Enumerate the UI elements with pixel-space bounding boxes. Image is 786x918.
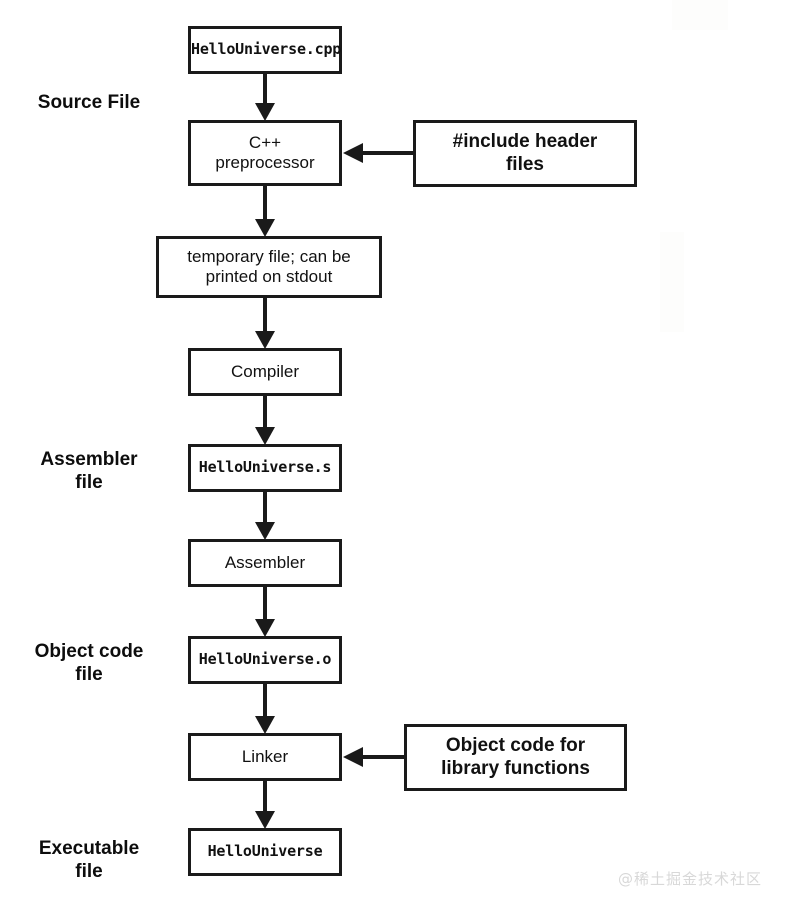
background-artifact	[672, 0, 728, 30]
node-label: Compiler	[230, 361, 300, 381]
node-cpp-preprocessor[interactable]: C++ preprocessor	[188, 120, 342, 186]
node-label: C++ preprocessor	[215, 132, 315, 172]
edge-assembly-to-assembler	[255, 492, 275, 540]
edge-compiler-to-assembly	[255, 396, 275, 445]
node-hellouniverse-exe[interactable]: HelloUniverse	[188, 828, 342, 876]
stage-label-executable-file: Executable file	[38, 838, 140, 882]
edge-assembler-to-object	[255, 587, 275, 637]
edge-include-to-preprocessor	[343, 143, 413, 163]
node-assembler[interactable]: Assembler	[188, 539, 342, 587]
node-hellouniverse-o[interactable]: HelloUniverse.o	[188, 636, 342, 684]
node-label: temporary file; can be printed on stdout	[187, 246, 351, 286]
watermark-text: @稀土掘金技术社区	[618, 870, 763, 888]
edge-source-to-preprocessor	[255, 74, 275, 121]
stage-label-assembler-file: Assembler file	[40, 449, 138, 493]
node-label: #include header files	[452, 131, 598, 175]
edge-object-to-linker	[255, 684, 275, 734]
node-label: HelloUniverse.o	[198, 650, 332, 669]
stage-label-source-file: Source File	[37, 92, 141, 113]
edge-linker-to-executable	[255, 781, 275, 829]
node-include-header-files[interactable]: #include header files	[413, 120, 637, 187]
background-artifact	[660, 232, 684, 332]
node-label: Assembler	[224, 552, 306, 572]
node-label: HelloUniverse	[207, 842, 323, 861]
node-object-code-library[interactable]: Object code for library functions	[404, 724, 627, 791]
node-hellouniverse-cpp[interactable]: HelloUniverse.cpp	[188, 26, 342, 74]
node-label: HelloUniverse.cpp	[191, 40, 342, 59]
edge-library-to-linker	[343, 747, 404, 767]
node-linker[interactable]: Linker	[188, 733, 342, 781]
node-compiler[interactable]: Compiler	[188, 348, 342, 396]
edge-tempfile-to-compiler	[255, 298, 275, 349]
edge-preprocessor-to-tempfile	[255, 186, 275, 237]
node-temporary-file[interactable]: temporary file; can be printed on stdout	[156, 236, 382, 298]
node-label: HelloUniverse.s	[198, 458, 332, 477]
node-hellouniverse-s[interactable]: HelloUniverse.s	[188, 444, 342, 492]
node-label: Linker	[241, 746, 289, 766]
stage-label-object-code-file: Object code file	[34, 641, 144, 685]
node-label: Object code for library functions	[441, 735, 590, 779]
